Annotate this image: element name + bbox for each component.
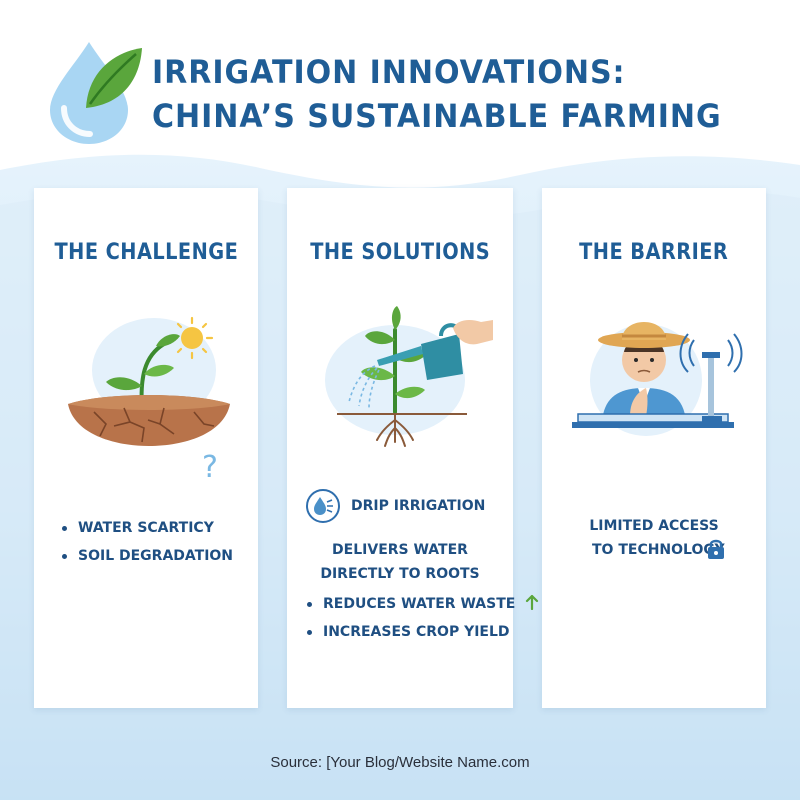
cracked-soil-icon <box>68 395 230 446</box>
challenge-illustration <box>68 316 230 446</box>
challenge-card: THE CHALLENGE ? <box>34 188 258 708</box>
solutions-desc-2: DIRECTLY TO ROOTS <box>320 566 480 582</box>
source-credit: Source: [Your Blog/Website Name.com <box>270 754 530 771</box>
list-item: INCREASES CROP YIELD <box>305 618 540 646</box>
question-mark-icon: ? <box>202 450 218 485</box>
barrier-card: THE BARRIER LIMITED ACCESS TO TECH <box>542 188 766 708</box>
solutions-bullets: REDUCES WATER WASTE INCREASES CROP YIELD <box>305 590 540 646</box>
solutions-illustration <box>325 306 493 447</box>
page-title: IRRIGATION INNOVATIONS: CHINA’S SUSTAINA… <box>152 50 758 138</box>
challenge-title: THE CHALLENGE <box>54 240 238 265</box>
barrier-title: THE BARRIER <box>579 240 729 265</box>
barrier-text-1: LIMITED ACCESS <box>589 518 719 534</box>
lock-icon <box>708 539 724 559</box>
barrier-illustration <box>572 322 743 436</box>
title-line-1: IRRIGATION INNOVATIONS: <box>152 53 626 91</box>
title-line-2: CHINA’S SUSTAINABLE FARMING <box>152 97 722 135</box>
solutions-desc-1: DELIVERS WATER <box>332 542 468 558</box>
sensor-icon <box>679 333 743 424</box>
solutions-title: THE SOLUTIONS <box>310 240 490 265</box>
arrow-up-icon <box>526 594 539 611</box>
solutions-card: THE SOLUTIONS <box>287 188 539 708</box>
list-item: WATER SCARTICY <box>60 514 233 542</box>
header: IRRIGATION INNOVATIONS: CHINA’S SUSTAINA… <box>0 0 800 160</box>
hand-icon <box>453 320 493 345</box>
barrier-text-2: TO TECHNOLOGY <box>592 542 725 558</box>
challenge-bullets: WATER SCARTICY SOIL DEGRADATION <box>60 514 233 570</box>
leaf-icon <box>86 48 142 108</box>
drip-irrigation-label: DRIP IRRIGATION <box>351 498 486 514</box>
drip-irrigation-icon <box>306 489 340 523</box>
list-item: REDUCES WATER WASTE <box>305 590 540 618</box>
logo <box>50 42 142 144</box>
list-item: SOIL DEGRADATION <box>60 542 233 570</box>
roots-icon <box>376 413 414 447</box>
